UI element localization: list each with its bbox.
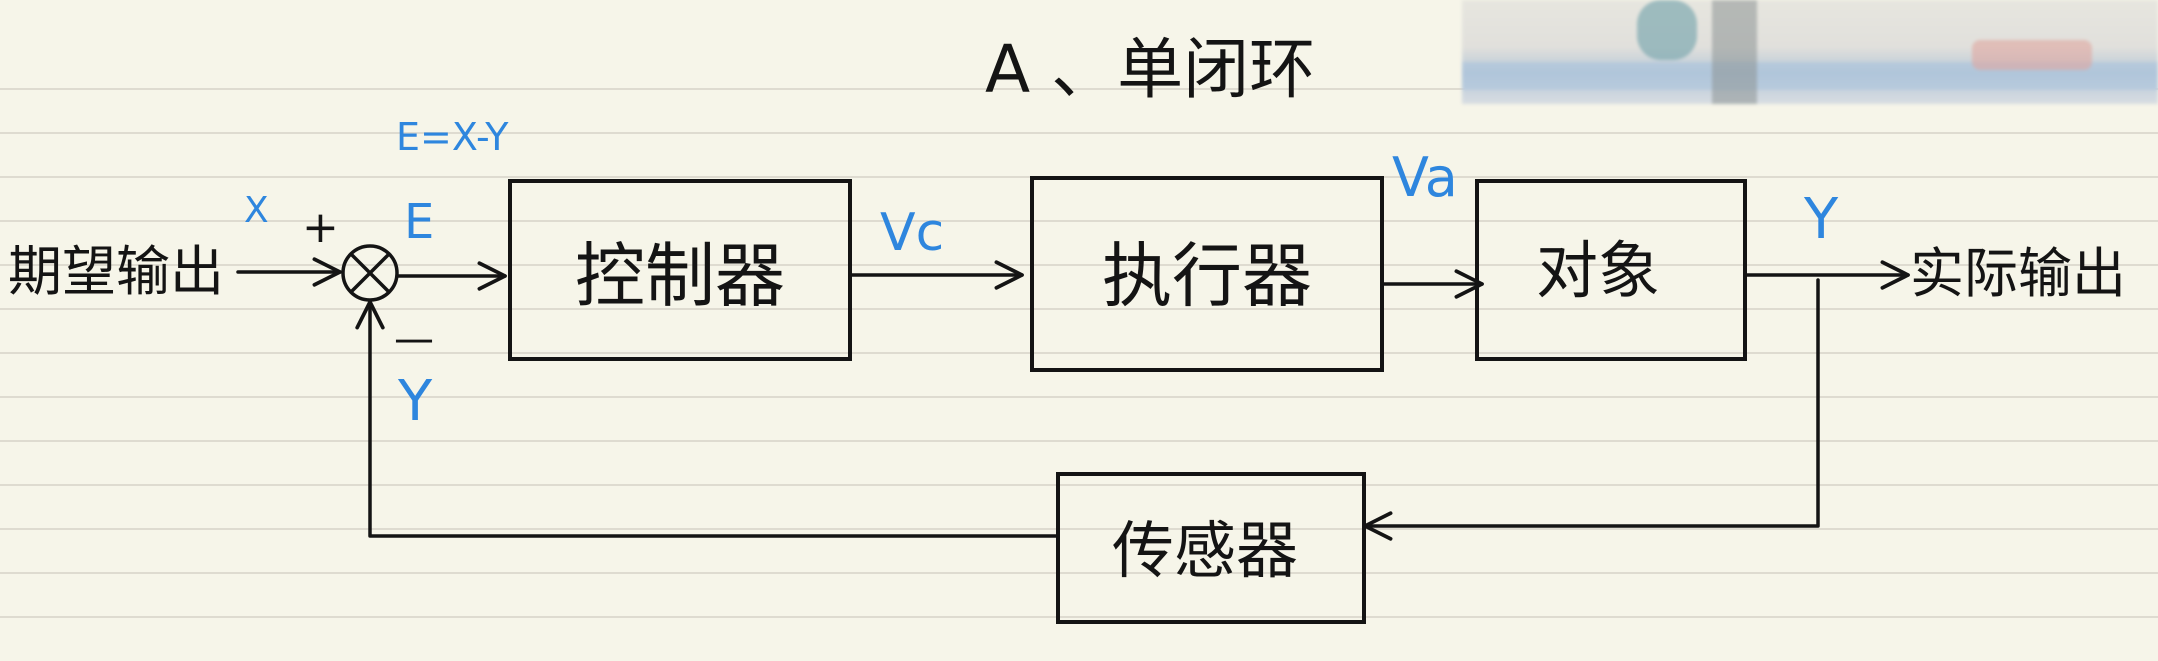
rule-line bbox=[0, 440, 2158, 442]
input-label: 期望输出 bbox=[8, 240, 224, 303]
vc-annotation: Vc bbox=[880, 203, 944, 263]
feedback-to-sensor-arrow bbox=[1363, 278, 1820, 541]
sensor-label: 传感器 bbox=[1112, 514, 1298, 587]
plus-sign: + bbox=[302, 202, 339, 253]
rule-line bbox=[0, 264, 2158, 266]
rule-line bbox=[0, 308, 2158, 310]
rule-line bbox=[0, 396, 2158, 398]
rule-line bbox=[0, 220, 2158, 222]
photo-thumbnail bbox=[1462, 0, 2158, 104]
rule-line bbox=[0, 616, 2158, 618]
controller-label: 控制器 bbox=[575, 235, 785, 317]
circle-x-icon bbox=[341, 244, 399, 302]
rule-line bbox=[0, 352, 2158, 354]
x-annotation: X bbox=[244, 190, 269, 231]
feedback-to-junction-arrow bbox=[355, 300, 1060, 538]
actuator-label: 执行器 bbox=[1102, 235, 1312, 317]
rule-line bbox=[0, 528, 2158, 530]
minus-sign: — bbox=[394, 316, 434, 362]
error-formula: E=X-Y bbox=[396, 115, 509, 159]
actuator-block bbox=[1030, 176, 1384, 372]
va-annotation: Va bbox=[1392, 146, 1458, 209]
rule-line bbox=[0, 132, 2158, 134]
sensor-block bbox=[1056, 472, 1366, 624]
y-feedback-annotation: Y bbox=[397, 369, 433, 434]
plant-label: 对象 bbox=[1536, 234, 1660, 307]
rule-line bbox=[0, 572, 2158, 574]
rule-line bbox=[0, 88, 2158, 90]
output-label: 实际输出 bbox=[1910, 242, 2126, 305]
diagram-title: A 、单闭环 bbox=[985, 31, 1315, 108]
controller-block bbox=[508, 179, 852, 361]
y-output-annotation: Y bbox=[1803, 187, 1839, 252]
plant-block bbox=[1475, 179, 1747, 361]
rule-line bbox=[0, 484, 2158, 486]
error-annotation: E bbox=[404, 194, 434, 250]
